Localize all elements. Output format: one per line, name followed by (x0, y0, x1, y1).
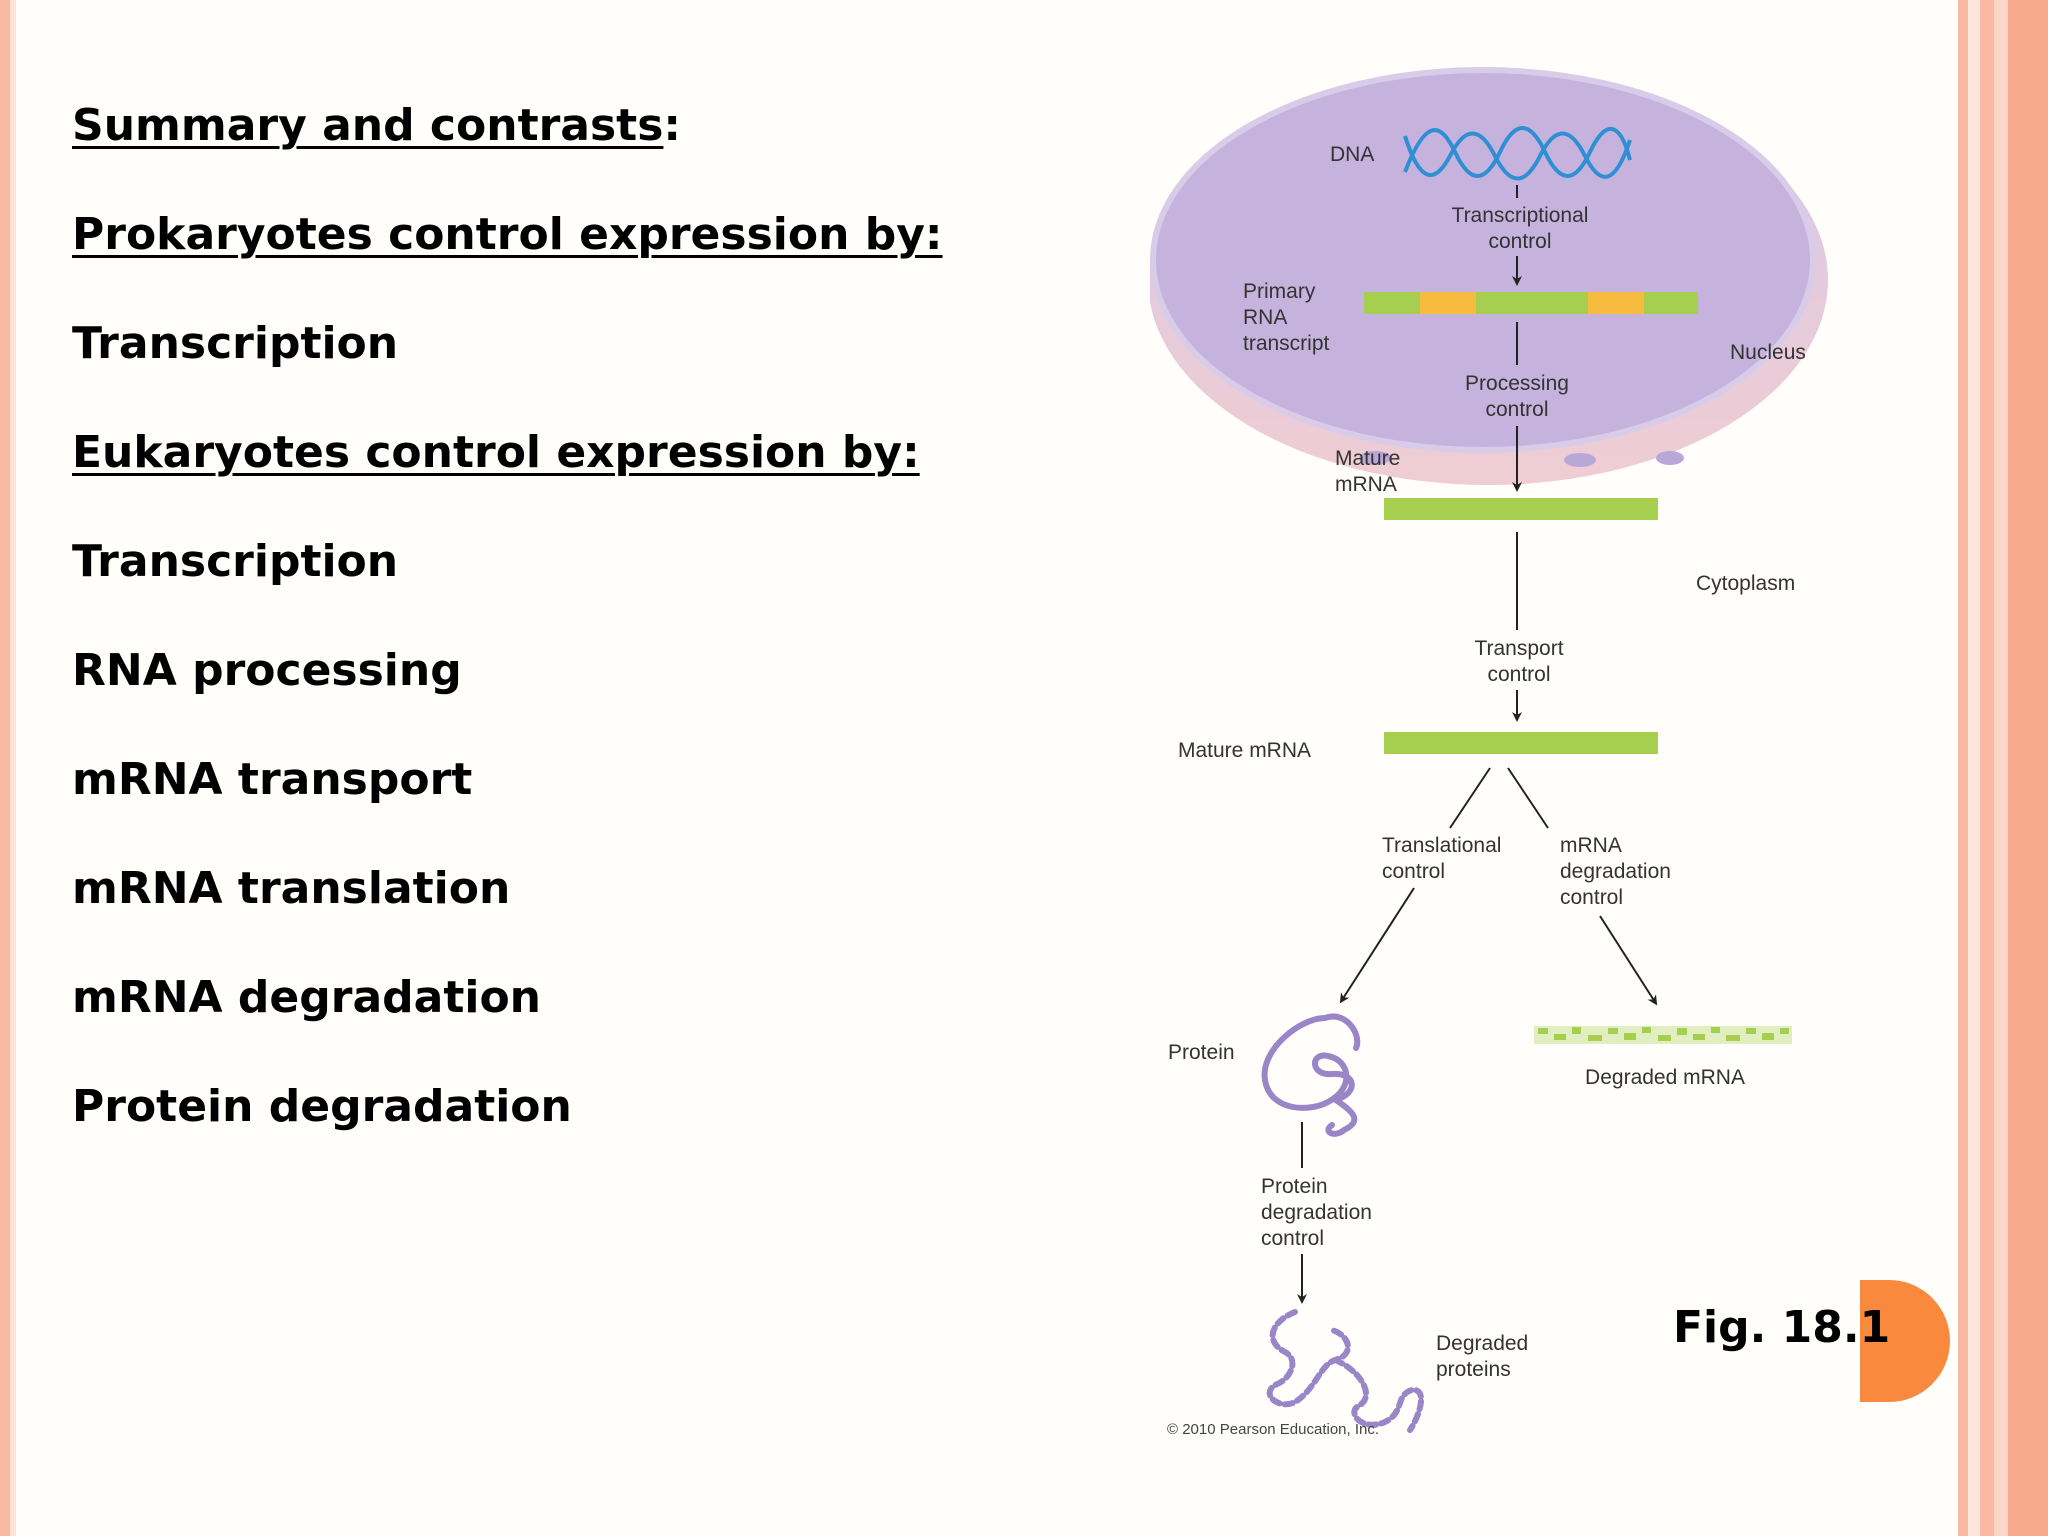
eukaryote-item-mrna-translation: mRNA translation (72, 863, 511, 914)
mature-mrna-nuclear-label-1: Mature (1335, 447, 1400, 470)
transcriptional-control-label-1: Transcriptional (1452, 204, 1589, 227)
summary-heading: Summary and contrasts: (72, 96, 1022, 205)
mrna-degradation-control-label-3: control (1560, 886, 1623, 909)
transcriptional-control-label-2: control (1488, 230, 1551, 253)
dna-label: DNA (1330, 143, 1374, 166)
nucleus-shape (1150, 67, 1828, 485)
mrna-degradation-arrow (1599, 915, 1658, 1006)
summary-text-column: Summary and contrasts: Prokaryotes contr… (72, 96, 1022, 1186)
protein-label: Protein (1168, 1041, 1235, 1064)
eukaryotes-heading-text: Eukaryotes control expression by: (72, 427, 920, 478)
nucleus-label: Nucleus (1730, 341, 1806, 364)
eukaryote-item-rna-processing: RNA processing (72, 645, 462, 696)
transport-control-label-1: Transport (1474, 637, 1563, 660)
mature-mrna-label: Mature mRNA (1178, 739, 1311, 762)
prokaryote-item-transcription: Transcription (72, 318, 399, 369)
protein-degradation-control-label-1: Protein (1261, 1175, 1328, 1198)
processing-control-label-1: Processing (1465, 372, 1569, 395)
dna-helix-icon (1403, 126, 1632, 181)
summary-heading-colon: : (663, 100, 682, 151)
primary-rna-label-1: Primary (1243, 280, 1316, 303)
eukaryote-item-protein-degradation: Protein degradation (72, 1081, 572, 1132)
degraded-proteins-icon (1266, 1309, 1425, 1433)
gene-expression-control-diagram: DNA Transcriptional control Primary RNA … (1150, 60, 1920, 1460)
mature-mrna-nuclear-bar (1384, 498, 1658, 520)
eukaryotes-heading: Eukaryotes control expression by: (72, 423, 1022, 532)
mrna-degradation-control-label-2: degradation (1560, 860, 1671, 883)
mature-mrna-nuclear-label-2: mRNA (1335, 473, 1397, 496)
eukaryote-item-mrna-degradation: mRNA degradation (72, 972, 542, 1023)
protein-icon (1261, 1013, 1361, 1137)
protein-degradation-control-label-2: degradation (1261, 1201, 1372, 1224)
transport-control-label-2: control (1487, 663, 1550, 686)
summary-heading-text: Summary and contrasts (72, 100, 664, 151)
prokaryotes-heading: Prokaryotes control expression by: (72, 205, 1022, 314)
primary-rna-label-3: transcript (1243, 332, 1330, 355)
processing-control-label-2: control (1485, 398, 1548, 421)
translational-control-label-1: Translational (1382, 834, 1501, 857)
mrna-degradation-control-label-1: mRNA (1560, 834, 1622, 857)
eukaryote-item-transcription: Transcription (72, 536, 399, 587)
protein-degradation-control-label-3: control (1261, 1227, 1324, 1250)
slide-left-border (0, 0, 24, 1536)
mature-mrna-cytoplasm-bar (1384, 732, 1658, 754)
translation-arrow (1339, 887, 1415, 1004)
degraded-mrna-icon (1534, 1026, 1792, 1044)
primary-rna-label-2: RNA (1243, 306, 1287, 329)
copyright-text: © 2010 Pearson Education, Inc. (1167, 1421, 1379, 1438)
figure-label: Fig. 18.1 (1673, 1302, 1891, 1353)
degraded-proteins-label-2: proteins (1436, 1358, 1511, 1381)
degraded-mrna-label: Degraded mRNA (1585, 1066, 1745, 1089)
eukaryote-item-mrna-transport: mRNA transport (72, 754, 473, 805)
translational-control-label-2: control (1382, 860, 1445, 883)
primary-rna-transcript-bar (1364, 292, 1698, 314)
degraded-proteins-label-1: Degraded (1436, 1332, 1528, 1355)
cytoplasm-label: Cytoplasm (1696, 572, 1795, 595)
slide-right-border (1958, 0, 2048, 1536)
prokaryotes-heading-text: Prokaryotes control expression by: (72, 209, 943, 260)
